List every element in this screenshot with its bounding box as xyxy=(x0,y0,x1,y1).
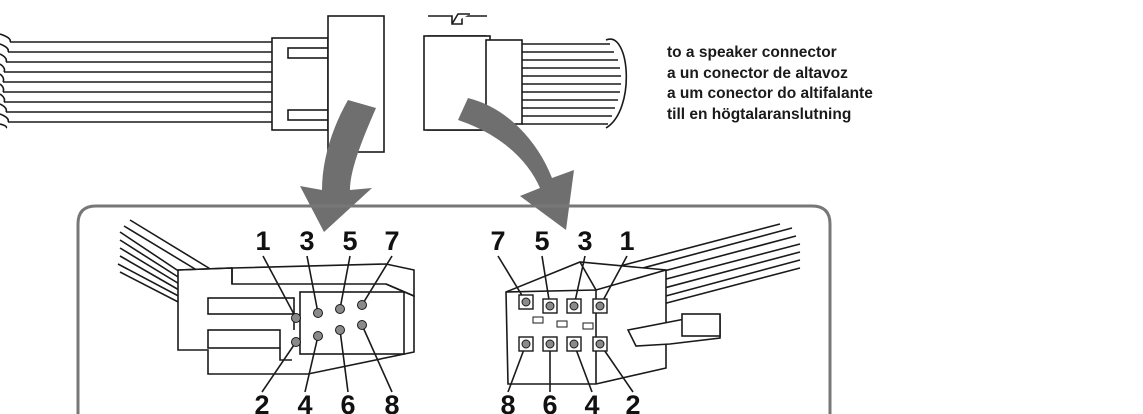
left-leader-2 xyxy=(261,341,297,393)
left-pin-1 xyxy=(291,313,301,323)
caption-line-swedish: till en högtalaranslutning xyxy=(667,105,852,123)
left-leader-7 xyxy=(361,255,393,306)
left-pin-number-5: 5 xyxy=(342,226,357,256)
left-leader-5 xyxy=(339,255,351,310)
left-pin-number-3: 3 xyxy=(299,226,314,256)
left-leader-4 xyxy=(304,335,319,393)
caption-line-portuguese: a um conector do altifalante xyxy=(667,85,873,102)
caption-line-english: to a speaker connector xyxy=(667,44,837,61)
right-pin-number-1: 1 xyxy=(619,226,634,256)
left-pin-4 xyxy=(313,331,323,341)
arrow-right xyxy=(458,98,574,230)
right-leader-3 xyxy=(573,255,586,307)
right-pin-number-8: 8 xyxy=(500,390,515,414)
right-pin-number-7: 7 xyxy=(490,226,505,256)
right-wire-bundle xyxy=(522,38,628,129)
left-leader-6 xyxy=(339,329,349,393)
left-leader-3 xyxy=(306,255,319,314)
left-pin-5 xyxy=(335,304,345,314)
right-pin-1 xyxy=(595,301,605,311)
left-pin-number-1: 1 xyxy=(255,226,270,256)
right-pin-4 xyxy=(569,339,579,349)
right-connector-key xyxy=(582,322,594,330)
left-plug xyxy=(271,15,385,153)
right-pin-8 xyxy=(521,339,531,349)
right-pin-7 xyxy=(521,297,531,307)
right-leader-1 xyxy=(599,255,628,307)
left-pin-number-6: 6 xyxy=(340,390,355,414)
left-pin-number-2: 2 xyxy=(254,390,269,414)
right-pin-6 xyxy=(545,339,555,349)
left-wire-bundle xyxy=(0,33,272,129)
right-pin-2 xyxy=(595,339,605,349)
left-pin-6 xyxy=(335,325,345,335)
right-pin-number-2: 2 xyxy=(625,390,640,414)
right-pin-number-4: 4 xyxy=(584,390,599,414)
right-connector-key xyxy=(532,316,544,324)
left-pin-7 xyxy=(357,300,367,310)
right-pin-number-3: 3 xyxy=(577,226,592,256)
right-pin-number-6: 6 xyxy=(542,390,557,414)
speaker-connector-caption: to a speaker connector a un conector de … xyxy=(667,43,873,125)
top-wire-harness xyxy=(0,13,628,153)
caption-line-spanish: a un conector de altavoz xyxy=(667,64,848,82)
left-pin-number-4: 4 xyxy=(297,390,312,414)
diagram-frame xyxy=(76,204,832,414)
right-leader-4 xyxy=(573,343,593,393)
right-pin-number-5: 5 xyxy=(534,226,549,256)
arrow-left xyxy=(300,100,376,232)
right-leader-2 xyxy=(599,343,634,393)
right-leader-8 xyxy=(507,343,527,393)
left-connector-wires xyxy=(117,219,213,307)
right-leader-5 xyxy=(541,255,551,307)
pin-layer xyxy=(261,255,634,393)
left-pin-number-8: 8 xyxy=(384,390,399,414)
right-pin-3 xyxy=(569,301,579,311)
right-pin-5 xyxy=(545,301,555,311)
right-connector-key xyxy=(556,320,568,328)
left-pin-8 xyxy=(357,320,367,330)
left-pin-2 xyxy=(291,337,301,347)
left-pin-number-7: 7 xyxy=(384,226,399,256)
right-connector-wires xyxy=(619,223,801,311)
left-leader-1 xyxy=(262,255,297,319)
left-pin-3 xyxy=(313,308,323,318)
left-leader-8 xyxy=(361,324,393,393)
